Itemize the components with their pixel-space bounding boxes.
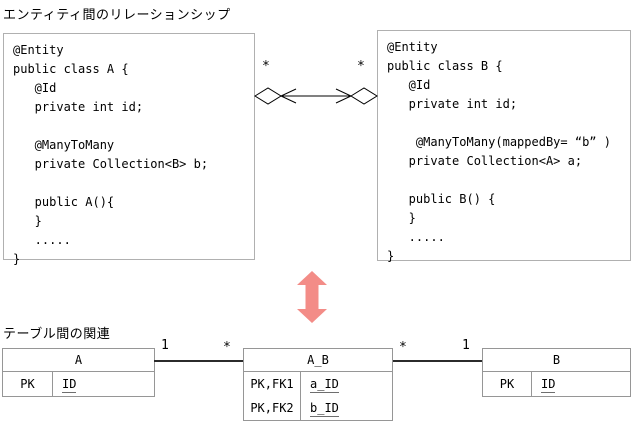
entity-a-code-box: @Entity public class A { @Id private int…: [3, 33, 255, 266]
aggregation-diamond-icon: [350, 87, 378, 105]
entity-b-code-box: @Entity public class B { @Id private int…: [377, 30, 631, 263]
up-down-arrow-icon: [297, 271, 327, 323]
relation-ab-b-multiplicity-1: 1: [462, 338, 470, 353]
relation-line-a-ab: [154, 360, 243, 362]
table-ab-key-label-1: PK,FK1: [244, 372, 301, 396]
up-down-arrow-shape: [297, 271, 327, 323]
table-a-key-label: PK: [3, 372, 53, 396]
table-ab-pk-column-1: a_ID: [310, 377, 339, 393]
entity-a-code: @Entity public class A { @Id private int…: [13, 43, 209, 266]
table-ab-name: A_B: [244, 349, 392, 372]
table-ab: A_B PK,FK1 a_ID PK,FK2 b_ID: [243, 348, 393, 421]
table-b: B PK ID: [482, 348, 631, 397]
relation-line-ab-b: [393, 360, 482, 362]
table-ab-key-label-2: PK,FK2: [244, 396, 301, 420]
entity-right-multiplicity: *: [357, 59, 365, 74]
relation-a-ab-multiplicity-1: 1: [161, 338, 169, 353]
relation-a-ab-multiplicity-many: *: [223, 340, 231, 355]
table-a-pk-column: ID: [62, 377, 77, 393]
table-ab-pk-column-2: b_ID: [310, 401, 339, 417]
table-b-key-label: PK: [483, 372, 532, 396]
table-b-pk-column: ID: [541, 377, 556, 393]
table-section-title: テーブル間の関連: [3, 327, 111, 342]
relation-ab-b-multiplicity-many: *: [399, 340, 407, 355]
table-a-name: A: [3, 349, 154, 372]
aggregation-diamond-icon: [254, 87, 282, 105]
table-b-name: B: [483, 349, 630, 372]
entity-section-title: エンティティ間のリレーションシップ: [3, 8, 231, 23]
entity-left-multiplicity: *: [262, 59, 270, 74]
many-to-many-connector: [254, 87, 378, 105]
entity-b-code: @Entity public class B { @Id private int…: [387, 40, 611, 263]
table-a: A PK ID: [2, 348, 155, 397]
